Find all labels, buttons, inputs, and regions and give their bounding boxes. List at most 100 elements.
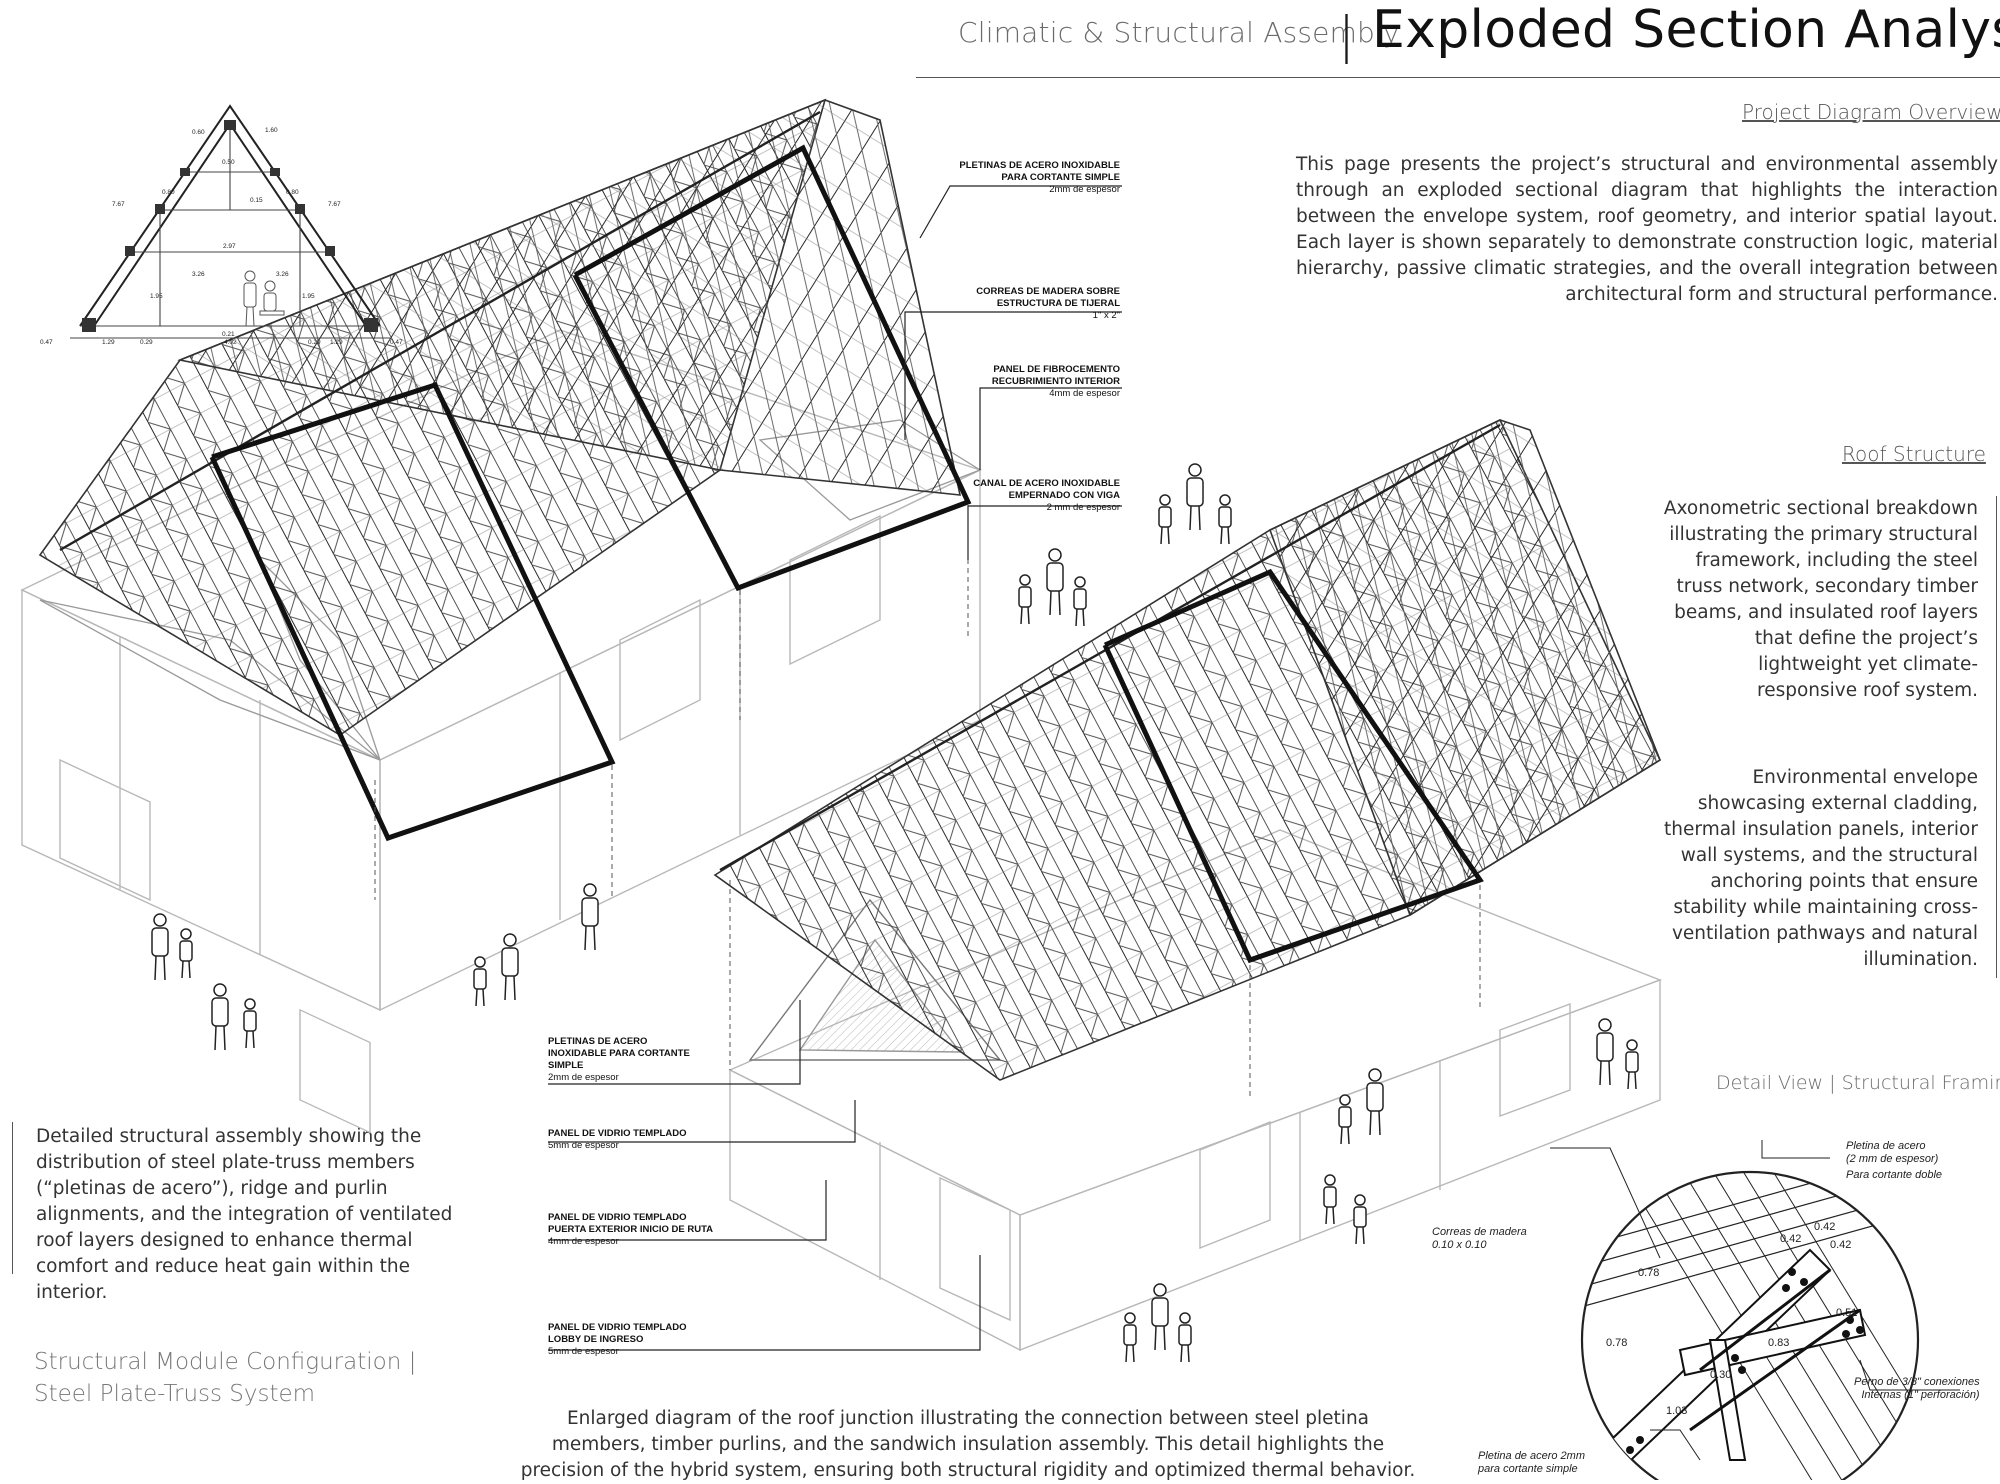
cross-section-drawing: 0.47 0.47 1.29 1.29 0.29 0.29 4.02 2.97 … xyxy=(40,104,403,346)
callout-correas-l1: CORREAS DE MADERA SOBRE xyxy=(976,286,1120,297)
sec-dim-16: 7.67 xyxy=(328,201,341,208)
header-rule xyxy=(916,77,2000,78)
lower-building xyxy=(713,418,1662,1352)
sec-dim-19: 0.50 xyxy=(222,159,235,166)
detail-label-pletina-top: Pletina de acero (2 mm de espesor) Para … xyxy=(1846,1140,1942,1182)
callout-canal-l3: 2 mm de espesor xyxy=(1046,502,1120,513)
callout-vidrio-1-l1: PANEL DE VIDRIO TEMPLADO xyxy=(548,1128,687,1139)
left-caption-bar xyxy=(12,1122,13,1274)
detail-label-pletina-bottom-1: Pletina de acero 2mm xyxy=(1478,1450,1585,1462)
callout-pletinas-lower: PLETINAS DE ACERO INOXIDABLE PARA CORTAN… xyxy=(548,1036,748,1084)
sec-dim-18: 0.60 xyxy=(192,129,205,136)
callout-pletinas-l3: 2mm de espesor xyxy=(1049,184,1120,195)
sec-dim-10: 3.26 xyxy=(276,271,289,278)
detail-view-title: Detail View | Structural Framing xyxy=(1716,1072,2000,1094)
sec-dim-5: 0.29 xyxy=(140,339,153,346)
detail-label-pletina-top-2: (2 mm de espesor) xyxy=(1846,1153,1939,1165)
callout-fibrocemento-l3: 4mm de espesor xyxy=(1049,388,1120,399)
callout-fibrocemento: PANEL DE FIBROCEMENTO RECUBRIMIENTO INTE… xyxy=(920,364,1120,400)
detail-dim-9: 1.03 xyxy=(1666,1405,1687,1417)
module-caption-line1: Structural Module Configuration | xyxy=(34,1349,417,1375)
detail-label-correas-1: Correas de madera xyxy=(1432,1226,1527,1238)
detail-label-perno: Perno de 3/8" conexiones Internas (1" pe… xyxy=(1854,1376,1980,1402)
sec-dim-3: 1.29 xyxy=(102,339,115,346)
callout-canal-l1: CANAL DE ACERO INOXIDABLE xyxy=(973,478,1120,489)
callout-fibrocemento-l2: RECUBRIMIENTO INTERIOR xyxy=(991,376,1120,387)
detail-dim-6: 0.51 xyxy=(1836,1307,1857,1319)
callout-vidrio-3-l1: PANEL DE VIDRIO TEMPLADO xyxy=(548,1322,687,1333)
detail-label-correas: Correas de madera 0.10 x 0.10 xyxy=(1432,1226,1527,1252)
header-subtitle: Climatic & Structural Assembly xyxy=(958,16,1400,49)
roof-structure-text: Axonometric sectional breakdown illustra… xyxy=(1663,498,1978,701)
lower-callout-leaders xyxy=(548,1000,981,1351)
callout-vidrio-1: PANEL DE VIDRIO TEMPLADO 5mm de espesor xyxy=(548,1128,748,1152)
sec-dim-8: 2.97 xyxy=(223,243,236,250)
detail-label-pletina-top-3: Para cortante doble xyxy=(1846,1169,1943,1181)
callout-pletinas-lower-l1: PLETINAS DE ACERO xyxy=(548,1036,648,1047)
detail-label-pletina-bottom: Pletina de acero 2mm para cortante simpl… xyxy=(1478,1450,1585,1476)
callout-canal-l2: EMPERNADO CON VIGA xyxy=(1008,490,1120,501)
detail-dim-7: 0.83 xyxy=(1768,1337,1789,1349)
callout-correas-l3: 1" x 2" xyxy=(1092,310,1120,321)
callout-vidrio-3: PANEL DE VIDRIO TEMPLADO LOBBY DE INGRES… xyxy=(548,1322,748,1358)
overview-heading: Project Diagram Overview xyxy=(1742,100,2000,124)
sec-dim-6: 0.29 xyxy=(308,339,321,346)
sec-dim-1: 0.47 xyxy=(40,339,53,346)
detail-dim-2: 0.42 xyxy=(1814,1221,1835,1233)
upper-roof-slope-right xyxy=(177,99,962,496)
detail-dim-4: 0.78 xyxy=(1638,1267,1659,1279)
callout-pletinas-lower-l3: SIMPLE xyxy=(548,1060,584,1071)
upper-bay-outline-2 xyxy=(572,144,972,592)
detail-label-perno-2: Internas (1" perforación) xyxy=(1861,1389,1980,1401)
callout-pletinas-lower-l4: 2mm de espesor xyxy=(548,1072,619,1083)
callout-vidrio-2-l1: PANEL DE VIDRIO TEMPLADO xyxy=(548,1212,687,1223)
sec-dim-20: 0.21 xyxy=(222,331,235,338)
sec-dim-9: 3.26 xyxy=(192,271,205,278)
sec-dim-4: 1.29 xyxy=(330,339,343,346)
bottom-caption: Enlarged diagram of the roof junction il… xyxy=(520,1408,1416,1481)
sec-dim-12: 1.95 xyxy=(302,293,315,300)
roof-text-bar xyxy=(1996,496,1997,978)
detail-dim-8: 0.30 xyxy=(1710,1369,1731,1381)
callout-pletinas: PLETINAS DE ACERO INOXIDABLE PARA CORTAN… xyxy=(920,160,1120,196)
sec-dim-21: 0.15 xyxy=(250,197,263,204)
people-figures xyxy=(151,463,1639,1363)
lower-roof-slope-right xyxy=(1269,419,1661,917)
sec-dim-2: 0.47 xyxy=(390,339,403,346)
sec-dim-15: 7.67 xyxy=(112,201,125,208)
callout-pletinas-l1: PLETINAS DE ACERO INOXIDABLE xyxy=(959,160,1120,171)
callout-vidrio-3-l2: LOBBY DE INGRESO xyxy=(548,1334,644,1345)
callout-fibrocemento-l1: PANEL DE FIBROCEMENTO xyxy=(993,364,1120,375)
roof-structure-heading: Roof Structure xyxy=(1842,442,1986,466)
detail-label-pletina-bottom-2: para cortante simple xyxy=(1478,1463,1578,1475)
detail-circle-drawing: 0.42 0.42 0.42 0.78 0.78 0.51 0.83 0.30 … xyxy=(1550,1140,1960,1480)
sec-dim-11: 1.95 xyxy=(150,293,163,300)
detail-dim-3: 0.42 xyxy=(1830,1239,1851,1251)
sec-dim-7: 4.02 xyxy=(224,339,237,346)
callout-correas: CORREAS DE MADERA SOBRE ESTRUCTURA DE TI… xyxy=(920,286,1120,322)
detail-label-correas-2: 0.10 x 0.10 xyxy=(1432,1239,1487,1251)
sec-dim-13: 0.80 xyxy=(162,189,175,196)
callout-correas-l2: ESTRUCTURA DE TIJERAL xyxy=(996,298,1120,309)
envelope-text: Environmental envelope showcasing extern… xyxy=(1664,767,1978,970)
callout-vidrio-2-l3: 4mm de espesor xyxy=(548,1236,619,1247)
left-caption: Detailed structural assembly showing the… xyxy=(36,1126,453,1303)
detail-dim-1: 0.42 xyxy=(1780,1233,1801,1245)
callout-pletinas-lower-l2: INOXIDABLE PARA CORTANTE xyxy=(548,1048,690,1059)
callout-canal: CANAL DE ACERO INOXIDABLE EMPERNADO CON … xyxy=(920,478,1120,514)
callout-pletinas-l2: PARA CORTANTE SIMPLE xyxy=(1001,172,1120,183)
overview-text: This page presents the project’s structu… xyxy=(1296,154,1998,305)
module-caption-line2: Steel Plate-Truss System xyxy=(34,1381,316,1407)
detail-dim-5: 0.78 xyxy=(1606,1337,1627,1349)
upper-callout-leaders xyxy=(904,185,1122,560)
callout-vidrio-2-l2: PUERTA EXTERIOR INICIO DE RUTA xyxy=(548,1224,714,1235)
sec-dim-14: 0.80 xyxy=(286,189,299,196)
upper-bay-outline-1 xyxy=(209,381,616,842)
lower-bay-outline xyxy=(1102,568,1484,964)
callout-vidrio-2: PANEL DE VIDRIO TEMPLADO PUERTA EXTERIOR… xyxy=(548,1212,768,1248)
header-separator: | xyxy=(1338,6,1355,64)
sec-dim-17: 1.60 xyxy=(265,127,278,134)
page-title: Exploded Section Analysis xyxy=(1372,0,2000,60)
detail-label-pletina-top-1: Pletina de acero xyxy=(1846,1140,1926,1152)
